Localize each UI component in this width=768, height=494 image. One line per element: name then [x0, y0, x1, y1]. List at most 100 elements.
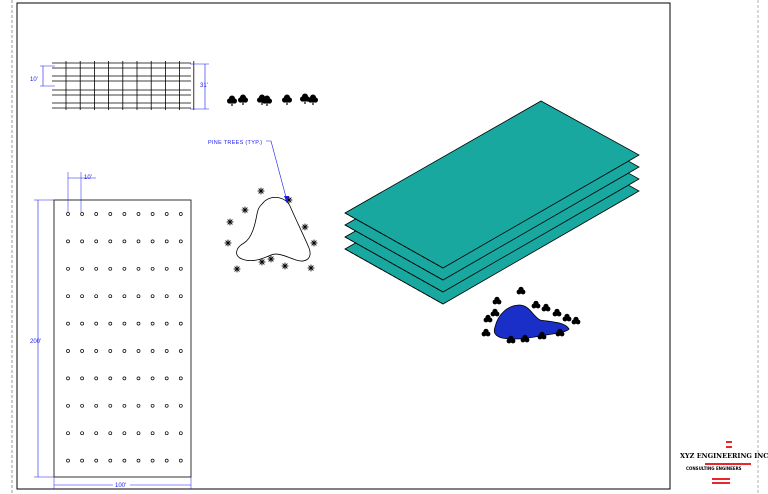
- tree-canopy: [284, 94, 290, 101]
- plan-marker: [66, 321, 70, 326]
- plan-marker: [80, 294, 84, 299]
- title-accent-mid: [726, 446, 732, 448]
- pine-tree-stroke: [259, 259, 265, 265]
- plan-marker: [108, 403, 113, 408]
- pine-tree-stroke: [311, 240, 317, 246]
- pine-tree-symbol: [301, 223, 309, 231]
- plan-marker: [80, 321, 84, 326]
- tree-icon: [308, 94, 318, 105]
- tree-canopy: [573, 316, 579, 322]
- pond-tree-icon: [555, 328, 565, 337]
- plan-marker: [66, 212, 70, 216]
- plan-marker: [94, 431, 99, 436]
- title-accent-bottom-2: [712, 482, 730, 484]
- tree-canopy: [554, 308, 560, 314]
- tree-row-elevation: [227, 93, 318, 106]
- title-accent-top: [726, 441, 732, 443]
- drawing-border: [16, 2, 671, 490]
- company-name: XYZ ENGINEERING INC.: [680, 452, 768, 460]
- pond-shape: [493, 304, 570, 340]
- plan-marker: [164, 431, 169, 436]
- pine-tree-stroke: [258, 188, 264, 194]
- pine-tree-symbol: [257, 187, 265, 195]
- pond-tree-icon: [562, 313, 572, 322]
- tree-canopy: [522, 334, 528, 340]
- plan-marker: [122, 321, 127, 326]
- pine-tree-stroke: [227, 219, 233, 225]
- plan-dim-spacing: 10': [84, 175, 92, 181]
- plan-marker: [136, 212, 141, 216]
- plan-marker: [80, 239, 84, 244]
- plan-marker: [108, 321, 113, 326]
- tree-icon: [262, 95, 272, 106]
- plan-marker: [136, 349, 141, 353]
- plan-marker: [178, 431, 183, 436]
- pond-tree-icon: [552, 308, 562, 317]
- plan-marker: [80, 458, 84, 463]
- plan-marker: [122, 239, 127, 244]
- tree-island: PINE TREES (TYP.): [208, 140, 318, 273]
- section-dim-right: 31': [200, 83, 208, 89]
- tree-trunk: [261, 101, 263, 105]
- plan-dim-width: 100': [115, 483, 126, 489]
- tree-icon: [227, 95, 237, 106]
- pond-tree-icon: [492, 296, 502, 305]
- pond-tree-icon: [481, 328, 491, 337]
- plan-marker: [94, 376, 99, 381]
- pine-tree-symbol: [258, 258, 266, 266]
- plan-marker: [150, 349, 155, 353]
- plan-marker: [122, 266, 127, 271]
- plan-marker: [136, 431, 141, 436]
- tree-trunk: [312, 101, 314, 105]
- section-elevation: 10' 31': [30, 61, 209, 110]
- tree-canopy: [310, 94, 316, 101]
- tree-canopy: [508, 335, 514, 341]
- plan-marker: [108, 431, 113, 436]
- plan-marker: [108, 376, 113, 381]
- tree-canopy: [543, 303, 549, 309]
- pine-tree-stroke: [282, 263, 288, 269]
- plan-marker: [94, 458, 99, 463]
- pond-tree-icon: [516, 286, 526, 295]
- plan-marker: [122, 403, 127, 408]
- tree-canopy: [264, 95, 270, 102]
- pine-tree-symbol: [241, 206, 249, 214]
- tree-icon: [282, 94, 292, 105]
- plan-marker: [164, 266, 169, 271]
- plan-marker: [122, 294, 127, 299]
- tree-canopy: [564, 313, 570, 319]
- tree-canopy: [539, 331, 545, 337]
- plan-marker: [66, 294, 70, 299]
- pond: [481, 286, 581, 344]
- plan-outline: [53, 199, 192, 478]
- plan-dim-height: 200': [30, 339, 41, 345]
- tree-canopy: [494, 296, 500, 302]
- tree-canopy: [533, 300, 539, 306]
- plan-marker: [66, 458, 70, 463]
- plan-marker: [94, 321, 99, 326]
- plan-marker: [150, 321, 155, 326]
- pine-tree-symbol: [310, 239, 318, 247]
- pine-tree-stroke: [234, 266, 240, 272]
- plan-marker: [108, 458, 113, 463]
- plan-marker: [122, 458, 127, 463]
- plan-marker: [150, 266, 155, 271]
- pine-tree-stroke: [225, 240, 231, 246]
- pine-tree-symbol: [281, 262, 289, 270]
- plan-marker: [80, 212, 84, 216]
- plan-marker: [150, 458, 155, 463]
- tree-trunk: [266, 102, 268, 106]
- tree-canopy: [240, 94, 246, 101]
- plan-marker: [178, 321, 183, 326]
- plan-marker: [178, 239, 183, 244]
- title-block: XYZ ENGINEERING INC. CONSULTING ENGINEER…: [680, 441, 768, 484]
- plan-marker: [136, 239, 141, 244]
- plan-marker: [150, 403, 155, 408]
- plan-marker: [178, 458, 183, 463]
- tree-icon: [238, 94, 248, 105]
- plan-marker: [94, 212, 99, 216]
- company-subtitle: CONSULTING ENGINEERS: [686, 466, 742, 471]
- plan-marker: [122, 212, 127, 216]
- tree-canopy: [229, 95, 235, 102]
- plan-marker: [178, 212, 183, 216]
